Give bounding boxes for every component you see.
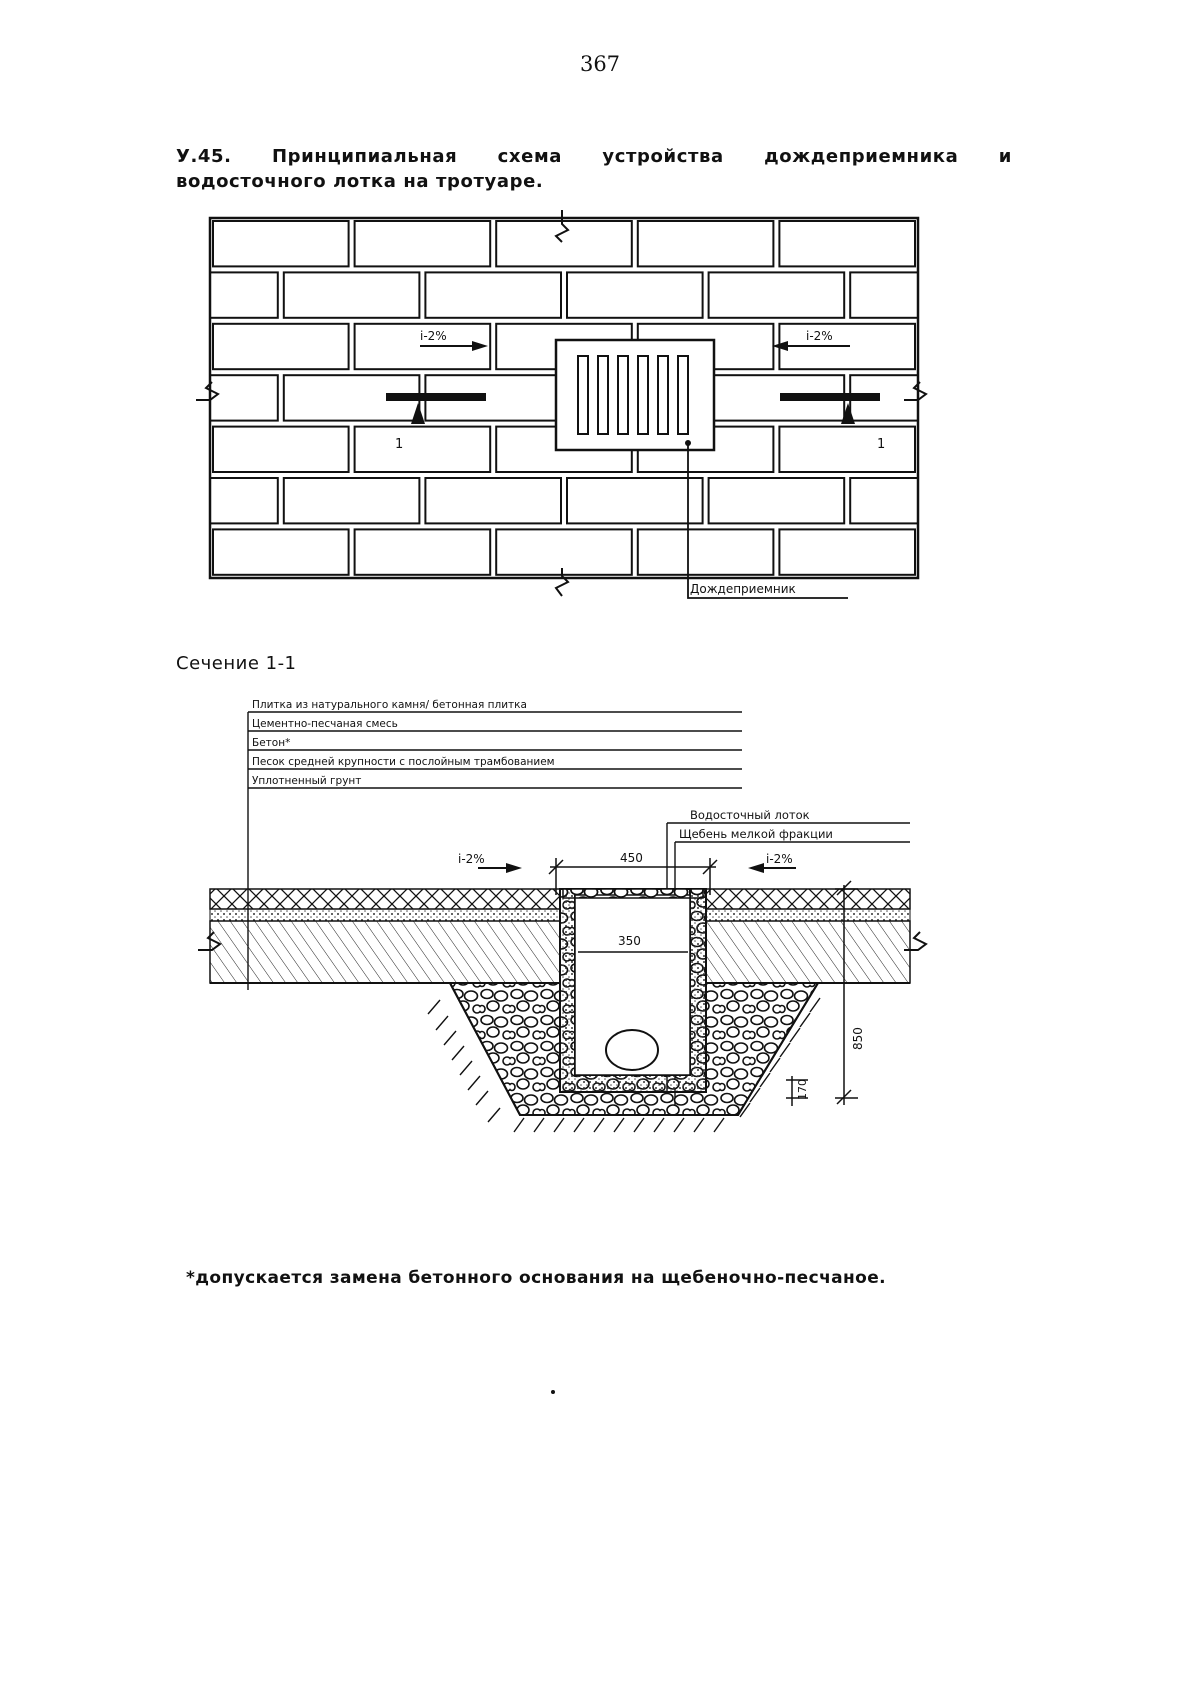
tile-layer-right xyxy=(705,888,911,910)
plan-slope-arrow-left xyxy=(420,341,488,351)
layer-label-soil: Уплотненный грунт xyxy=(252,775,361,787)
plan-slope-label-left: i-2% xyxy=(420,329,447,343)
layer-label-concrete: Бетон* xyxy=(252,737,290,749)
paving-tile xyxy=(778,528,917,576)
channel-pipe xyxy=(605,1029,659,1071)
break-symbol-right xyxy=(904,381,928,401)
layer-label-sand: Песок средней крупности с послойным трам… xyxy=(252,756,555,768)
plan-drawing: Дождеприемник i-2% i-2% 1 1 xyxy=(196,210,928,599)
page-number: 367 xyxy=(579,52,621,76)
paving-tile xyxy=(495,528,633,576)
paving-tile xyxy=(210,477,279,525)
section-mark-left xyxy=(386,393,486,424)
paving-tile xyxy=(212,528,350,576)
paving-tile xyxy=(210,271,279,319)
section-mark-right xyxy=(780,393,880,424)
paving-tile xyxy=(210,374,279,422)
paving-tile xyxy=(424,477,562,525)
inlet-label: Дождеприемник xyxy=(690,582,796,596)
paving-tile xyxy=(424,271,562,319)
break-symbol-left xyxy=(196,381,220,401)
paving-tile xyxy=(353,528,492,576)
dim-depth xyxy=(786,880,858,1106)
figure-caption-line2: водосточного лотка на тротуаре. xyxy=(176,171,544,192)
paving-tile xyxy=(778,220,917,268)
label-fine-gravel: Щебень мелкой фракции xyxy=(679,827,833,841)
paving-tile xyxy=(707,477,846,525)
channel-grate-gravel xyxy=(562,888,704,899)
section-title: Сечение 1-1 xyxy=(176,653,297,674)
paving-tile xyxy=(636,220,775,268)
compacted-soil xyxy=(427,982,821,1133)
paving-tile xyxy=(849,477,918,525)
sand-layer-right xyxy=(705,920,911,984)
paving-tile xyxy=(212,322,350,371)
section-break-left xyxy=(198,931,222,951)
paving-tiles xyxy=(210,220,918,576)
paving-tile xyxy=(353,220,492,268)
dim-inner-label: 350 xyxy=(618,934,641,948)
scan-speck xyxy=(551,1390,555,1394)
layer-label-cement-sand: Цементно-песчаная смесь xyxy=(252,718,398,730)
paving-tile xyxy=(495,220,633,268)
paving-tile xyxy=(849,271,918,319)
section-break-right xyxy=(904,931,928,951)
inlet-leader-line xyxy=(687,443,848,599)
section-slope-arrow-left xyxy=(478,863,522,873)
tile-layer-left xyxy=(209,888,561,910)
figure-caption-line1: У.45. Принципиальная схема устройства до… xyxy=(176,146,1012,167)
plan-slope-arrow-right xyxy=(772,341,850,351)
dim-base-label: 170 xyxy=(796,1079,809,1100)
paving-tile xyxy=(707,271,846,319)
section-mark-label-right: 1 xyxy=(877,437,885,452)
paving-tile xyxy=(566,477,704,525)
paving-tile xyxy=(353,322,492,371)
paving-tile xyxy=(636,528,775,576)
paving-tile xyxy=(282,477,421,525)
dim-outer-label: 450 xyxy=(620,851,643,865)
dim-depth-label: 850 xyxy=(851,1027,865,1050)
sand-layer-left xyxy=(209,920,561,984)
cement-sand-layer-left xyxy=(209,908,561,922)
paving-tile xyxy=(282,271,421,319)
section-slope-label-right: i-2% xyxy=(766,852,793,866)
break-symbol-bottom xyxy=(554,568,570,597)
plan-slope-label-right: i-2% xyxy=(806,329,833,343)
storm-inlet-grate xyxy=(554,338,716,452)
paving-tile xyxy=(353,425,492,474)
footnote: *допускается замена бетонного основания … xyxy=(186,1268,887,1288)
layer-label-tile: Плитка из натурального камня/ бетонная п… xyxy=(252,699,527,711)
break-symbol-top xyxy=(554,210,570,243)
paving-tile xyxy=(778,425,917,474)
cement-sand-layer-right xyxy=(705,908,911,922)
section-mark-label-left: 1 xyxy=(395,437,403,452)
paving-tile xyxy=(212,425,350,474)
paving-tile xyxy=(566,271,704,319)
paving-tile xyxy=(212,220,350,268)
section-slope-arrow-right xyxy=(748,863,796,873)
section-slope-label-left: i-2% xyxy=(458,852,485,866)
label-drain-channel: Водосточный лоток xyxy=(690,808,810,822)
